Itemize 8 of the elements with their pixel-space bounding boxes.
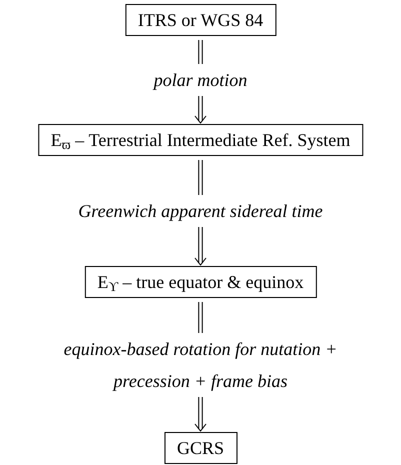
process-box (84, 266, 317, 298)
process-box (164, 432, 238, 464)
box-label: E$_{ϖ}$ – Terrestrial Intermediate Ref. System (50, 130, 350, 150)
box-label: ITRS or WGS 84 (138, 10, 264, 30)
box-label: GCRS (176, 438, 224, 458)
process-box (124, 4, 276, 36)
box-label: E$_{ϒ}$ – true equator & equinox (97, 272, 304, 292)
process-box (38, 124, 364, 156)
